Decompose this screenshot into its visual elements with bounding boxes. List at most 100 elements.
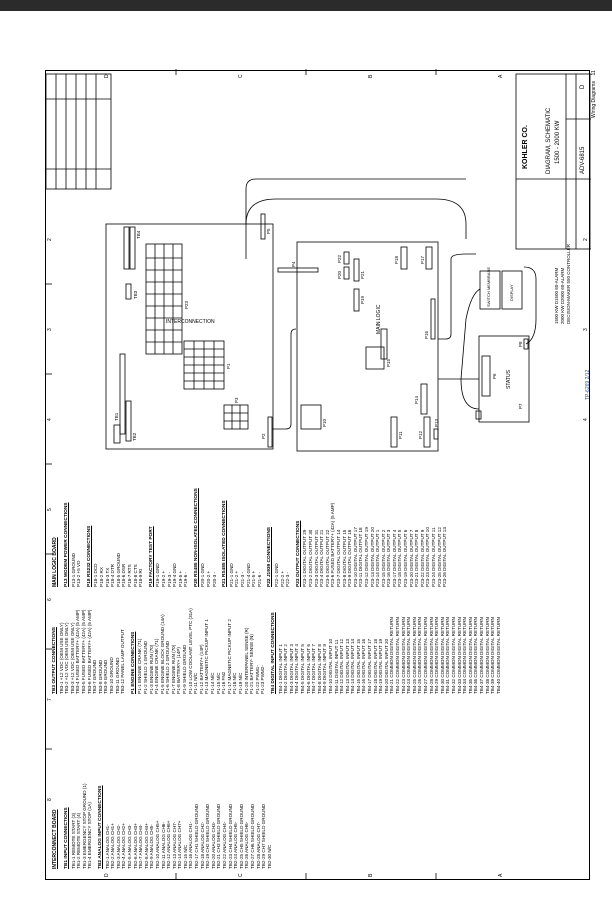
connection-line: P18-9 RI — [138, 568, 144, 587]
p21-label: P21 — [360, 270, 365, 279]
display-label: DISPLAY — [509, 284, 514, 301]
connection-line: P22-3 - — [285, 571, 291, 587]
model-line: 1500 KW D1500 60-ALARM — [554, 267, 559, 324]
connection-line: TB4-32 COMMON DIGITAL RETURN — [450, 617, 456, 694]
p4-label: P4 — [291, 261, 296, 267]
title-block-outline — [515, 73, 591, 250]
p5-label: P5 — [266, 228, 271, 234]
tb2-label: TB2 — [132, 432, 137, 441]
section-heading: TB3 OUTPUT CONNECTIONS — [52, 627, 57, 694]
top-bar — [0, 0, 612, 11]
p10-label: P10 — [322, 418, 327, 427]
connection-line: TB4-22 COMMON DIGITAL RETURN — [395, 617, 401, 694]
connection-line: P21-6 - — [256, 571, 262, 587]
drawing-subtitle: 1500 - 2000 KW — [555, 120, 561, 164]
interconnection-label: INTERCONNECTION — [166, 319, 215, 325]
tb1-label: TB1 — [114, 412, 119, 421]
drawing-title: DIAGRAM, SCHEMATIC — [546, 107, 552, 174]
p1-label: P1 — [226, 363, 231, 369]
connection-line: TB4-27 COMMON DIGITAL RETURN — [423, 617, 428, 694]
p22-label: P22 — [337, 254, 342, 263]
section-heading: P18 RS232 CONNECTIONS — [86, 525, 92, 587]
main-logic-board-title: MAIN LOGIC BOARD — [52, 537, 58, 587]
connection-line: TB3-2 +12 VDC (OEM USE ONLY) — [64, 622, 70, 694]
p7-label: P7 — [518, 403, 523, 409]
switch-membrane-label: SWITCH MEMBRANE — [486, 267, 491, 307]
page-number: 11 — [591, 70, 597, 76]
connection-line: P23-26 DIGITAL OUTPUT 13 — [442, 527, 448, 587]
connection-line: P13-2 +5 VD — [76, 560, 82, 587]
interconnection-board-outline — [105, 223, 274, 450]
connection-line: TB4-24 COMMON DIGITAL RETURN — [406, 617, 412, 694]
connection-line: TB1-4 EMERGENCY STOP (1A) — [87, 802, 93, 869]
connection-line: TB4-29 COMMON DIGITAL RETURN — [434, 617, 440, 694]
status-box-outline — [478, 335, 530, 423]
main-logic-label: MAIN LOGIC — [376, 304, 382, 334]
wiring-diagram-sheet: D C B A D C B A 2 3 4 5 6 7 8 2 3 4 — [45, 69, 591, 880]
p20-label: P20 — [337, 270, 342, 279]
p14-label: P14 — [414, 395, 419, 404]
revision-letter: D — [580, 84, 586, 89]
section-title: Wiring Diagrams — [591, 81, 597, 118]
section-heading: P20 RS485 NON-ISOLATED CONNECTIONS — [193, 488, 199, 587]
main-logic-board-outline — [296, 241, 439, 452]
section-heading: P13 MODEM POWER CONNECTIONS — [64, 502, 69, 588]
section-heading: TB1 INPUT CONNECTIONS — [64, 807, 69, 869]
status-label: STATUS — [506, 370, 512, 389]
p2-label: P2 — [261, 433, 266, 439]
p8-label: P8 — [518, 341, 523, 347]
p11-label: P11 — [398, 431, 403, 439]
connection-line: TB4-40 COMMON DIGITAL RETURN — [495, 617, 501, 694]
p19-label: P19 — [360, 295, 365, 304]
section-heading: P19 FACTORY TEST PORT — [148, 526, 154, 587]
connection-line: P19-6 - — [183, 571, 189, 587]
tb4-label: TB4 — [136, 230, 141, 239]
display-outline — [501, 270, 523, 310]
model-line: DECISION-MAKER 550 CONTROLLER — [566, 243, 571, 324]
p12-label: P12 — [418, 430, 423, 439]
p13-label: P13 — [434, 418, 439, 427]
drawing-number: ADV-6815 — [580, 146, 586, 174]
p23-label: P23 — [184, 300, 189, 309]
connection-line: TB4-37 COMMON DIGITAL RETURN — [478, 617, 484, 694]
revision-block-outline — [46, 73, 112, 190]
connection-line: TB3-5 FUSED BATTERY+ (42A) (5 AMP) — [80, 609, 86, 694]
page-section-label: Wiring Diagrams 11 — [591, 70, 597, 118]
connection-line: TB4-34 COMMON DIGITAL RETURN — [462, 617, 468, 694]
p3-label: P3 — [234, 397, 239, 403]
company-name: KOHLER CO. — [522, 125, 529, 169]
section-heading: P23 OUTPUT CONNECTIONS — [295, 520, 301, 587]
model-line: 2000 KW D2000 60-ALARM — [560, 267, 565, 324]
p16-label: P16 — [424, 330, 429, 339]
p17-label: P17 — [420, 255, 425, 264]
connection-line: P20-3 - — [211, 571, 217, 587]
diagram-lines — [46, 69, 591, 879]
connection-line: TB3-12 PANEL LAMP OUTPUT — [120, 629, 126, 694]
switch-membrane-outline — [479, 270, 501, 310]
interconnect-board-title: INTERCONNECT BOARD — [52, 809, 58, 869]
p6-label: P6 — [492, 373, 497, 379]
section-heading: TB4 DIGITAL INPUT CONNECTIONS — [270, 612, 276, 694]
connection-line: TB4-39 COMMON DIGITAL RETURN — [490, 617, 496, 694]
section-heading: P1 ENGINE CONNECTIONS — [130, 631, 136, 694]
tb3-label: TB3 — [133, 290, 138, 299]
connection-line: TB2-30 N/C — [266, 844, 272, 869]
connection-line: P1-23 PWM2- — [260, 665, 266, 694]
section-heading: TB2 ANALOG INPUT CONNECTIONS — [97, 785, 103, 869]
p18-label: P18 — [394, 255, 399, 264]
